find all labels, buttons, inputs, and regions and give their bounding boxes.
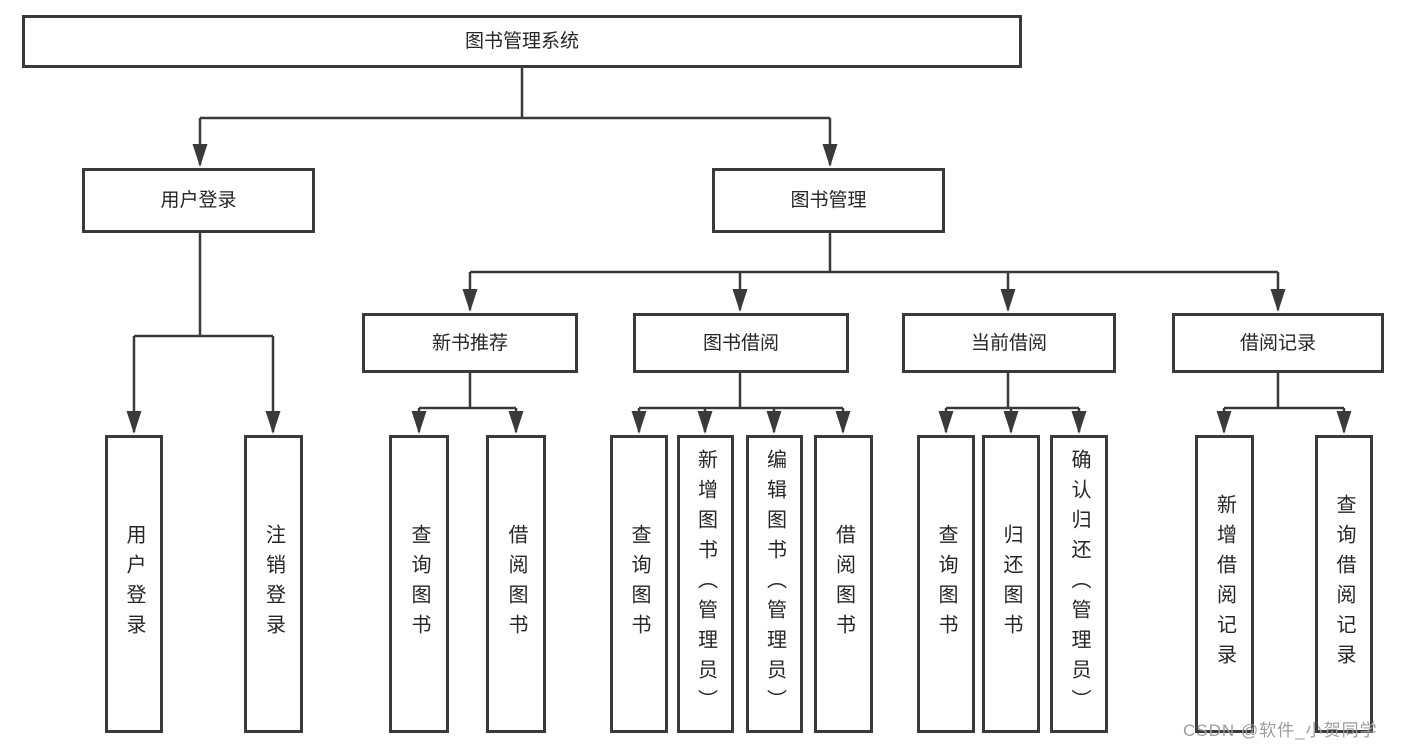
leaf-label: 确认归还（管理员） <box>1068 449 1090 719</box>
leaf-query-books-borrow: 查询图书 <box>610 435 668 733</box>
leaf-label: 新增借阅记录 <box>1213 494 1236 674</box>
leaf-label: 查询借阅记录 <box>1333 494 1355 674</box>
leaf-edit-books-admin: 编辑图书（管理员） <box>746 435 803 733</box>
leaf-label: 编辑图书（管理员） <box>763 449 786 719</box>
node-book-borrowing: 图书借阅 <box>633 313 849 373</box>
leaf-label: 借阅图书 <box>832 524 855 644</box>
leaf-label: 查询图书 <box>628 524 650 644</box>
node-library-management-system: 图书管理系统 <box>22 15 1022 68</box>
leaf-query-books-recommend: 查询图书 <box>389 435 449 733</box>
node-label: 当前借阅 <box>970 332 1047 354</box>
leaf-user-login: 用户登录 <box>105 435 163 733</box>
leaf-label: 查询图书 <box>408 524 430 644</box>
node-label: 借阅记录 <box>1239 332 1316 354</box>
leaf-label: 查询图书 <box>935 524 957 644</box>
leaf-borrow-books: 借阅图书 <box>814 435 873 733</box>
leaf-label: 归还图书 <box>1000 524 1022 644</box>
leaf-logout-login: 注销登录 <box>244 435 303 733</box>
node-label: 用户登录 <box>160 190 237 211</box>
node-user-login: 用户登录 <box>82 168 315 233</box>
node-new-book-recommendation: 新书推荐 <box>362 313 578 373</box>
leaf-return-books: 归还图书 <box>982 435 1040 733</box>
leaf-label: 借阅图书 <box>505 524 527 644</box>
node-book-management: 图书管理 <box>712 168 945 233</box>
node-label: 图书管理 <box>790 190 867 211</box>
leaf-label: 注销登录 <box>262 524 285 644</box>
leaf-add-books-admin: 新增图书（管理员） <box>677 435 734 733</box>
node-label: 新书推荐 <box>431 332 508 354</box>
leaf-query-borrow-record: 查询借阅记录 <box>1315 435 1373 733</box>
leaf-add-borrow-record: 新增借阅记录 <box>1195 435 1254 733</box>
leaf-confirm-return-admin: 确认归还（管理员） <box>1050 435 1108 733</box>
node-current-borrowing: 当前借阅 <box>902 313 1116 373</box>
leaf-query-books-current: 查询图书 <box>917 435 975 733</box>
node-borrowing-records: 借阅记录 <box>1172 313 1384 373</box>
leaf-label: 新增图书（管理员） <box>694 449 717 719</box>
leaf-label: 用户登录 <box>123 524 145 644</box>
csdn-watermark: CSDN @软件_小贺同学 <box>1183 721 1378 740</box>
node-label: 图书管理系统 <box>464 31 579 52</box>
leaf-borrow-books-recommend: 借阅图书 <box>486 435 546 733</box>
node-label: 图书借阅 <box>702 332 779 354</box>
